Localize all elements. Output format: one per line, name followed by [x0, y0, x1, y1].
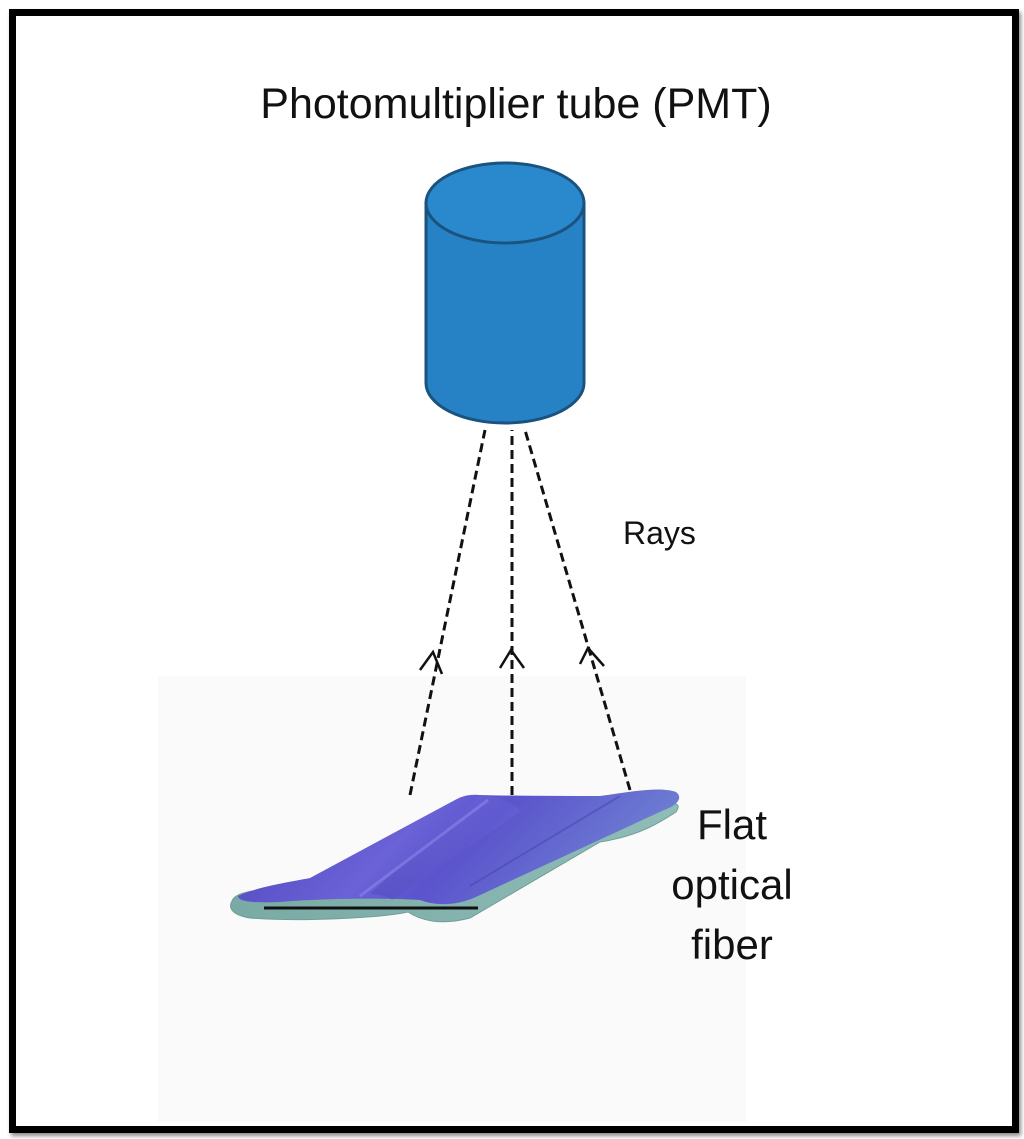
ray-arrowheads — [418, 645, 605, 675]
rays-group — [408, 429, 632, 796]
ray-left — [408, 429, 487, 796]
fiber-label-line-2: optical — [671, 861, 793, 908]
ray-right — [523, 429, 632, 791]
diagram-title: Photomultiplier tube (PMT) — [260, 80, 772, 128]
ray-right-arrowhead-icon — [578, 645, 605, 667]
flat-optical-fiber — [230, 789, 680, 923]
pmt-cylinder — [424, 161, 586, 425]
ray-left-arrowhead-icon — [418, 649, 444, 675]
rays-label: Rays — [623, 515, 696, 551]
fiber-label: Flat optical fiber — [660, 795, 804, 975]
fiber-label-line-1: Flat — [696, 801, 767, 848]
ray-center-arrowhead-icon — [498, 647, 526, 669]
fiber-label-line-3: fiber — [691, 921, 773, 968]
